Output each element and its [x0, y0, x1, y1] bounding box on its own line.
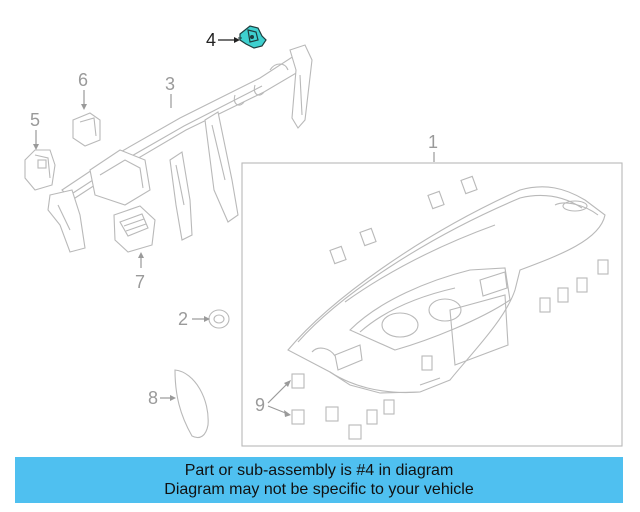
part-1-instrument-panel — [241, 162, 623, 447]
parts-diagram: 1 3 — [24, 25, 623, 447]
part-6-bracket — [72, 112, 101, 147]
callout-8: 8 — [148, 388, 158, 408]
part-5-bracket — [24, 149, 56, 191]
clips-group — [325, 175, 609, 440]
callout-1: 1 — [428, 132, 438, 152]
info-banner: Part or sub-assembly is #4 in diagram Di… — [15, 457, 623, 503]
part-3-cross-beam — [47, 44, 313, 253]
part-4-bracket-highlighted — [238, 25, 267, 49]
callout-5: 5 — [30, 110, 40, 130]
callout-3: 3 — [165, 74, 175, 94]
banner-line-2: Diagram may not be specific to your vehi… — [164, 481, 474, 498]
callout-2: 2 — [178, 309, 188, 329]
part-7-vent — [113, 205, 156, 253]
callout-7: 7 — [135, 272, 145, 292]
callout-6: 6 — [78, 70, 88, 90]
part-2-plug — [208, 309, 230, 329]
part-8-side-panel — [174, 369, 209, 439]
banner-line-1: Part or sub-assembly is #4 in diagram — [184, 462, 454, 479]
callout-9: 9 — [255, 395, 265, 415]
part-9-clips — [291, 373, 305, 425]
callout-4: 4 — [206, 30, 216, 50]
